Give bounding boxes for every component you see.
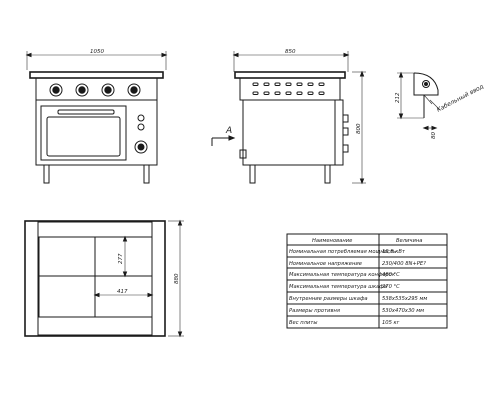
side-height-dim: 800 xyxy=(356,123,362,134)
plan-height-dim: 880 xyxy=(174,273,180,284)
table-row-value: 16,8 кВт xyxy=(382,249,406,255)
plan-inner-height-dim: 277 xyxy=(118,253,124,264)
hob-knobs xyxy=(49,83,141,97)
table-row-value: 538х535х295 мм xyxy=(382,296,427,302)
spec-table: Наименование Величина Номинальная потреб… xyxy=(286,233,448,329)
table-row-value: 230/400 8N+PE? xyxy=(382,261,426,267)
side-view: 850 800 xyxy=(232,49,366,185)
view-arrow: A xyxy=(211,126,236,146)
view-arrow-label: A xyxy=(225,126,232,136)
table-row-name: Номинальное напряжение xyxy=(289,261,362,267)
table-row-value: 530х470х30 мм xyxy=(382,308,424,314)
side-depth-dim: 850 xyxy=(285,49,296,55)
front-width-dim: 1050 xyxy=(90,49,104,55)
cable-entry-label: Кабельный ввод xyxy=(436,83,485,114)
plan-view: 880 277 417 xyxy=(24,219,184,338)
table-row-value: 270 °С xyxy=(382,284,400,290)
table-row-name: Номинальная потребляемая мощность xyxy=(289,249,396,255)
plan-inner-width-dim: 417 xyxy=(117,289,128,295)
table-row-value: 460 °С xyxy=(382,272,400,278)
detail-height-dim: 212 xyxy=(395,92,401,103)
detail-depth-dim: 80 xyxy=(431,132,437,139)
table-row-name: Внутренние размеры шкафа xyxy=(289,296,368,302)
table-row-name: Вес плиты xyxy=(289,320,317,326)
table-row-value: 105 кг xyxy=(382,320,400,326)
front-view: 1050 xyxy=(25,49,168,184)
table-row-name: Размеры противня xyxy=(289,308,340,314)
table-header-value: Величина xyxy=(396,238,422,244)
table-row-name: Максимальная температура шкафа xyxy=(289,284,387,290)
vent-slots xyxy=(252,82,325,95)
table-header-name: Наименование xyxy=(312,238,352,244)
table-row-name: Максимальная температура конфорок xyxy=(289,272,396,278)
cable-entry-detail: 212 80 Кабельный ввод xyxy=(395,71,485,139)
